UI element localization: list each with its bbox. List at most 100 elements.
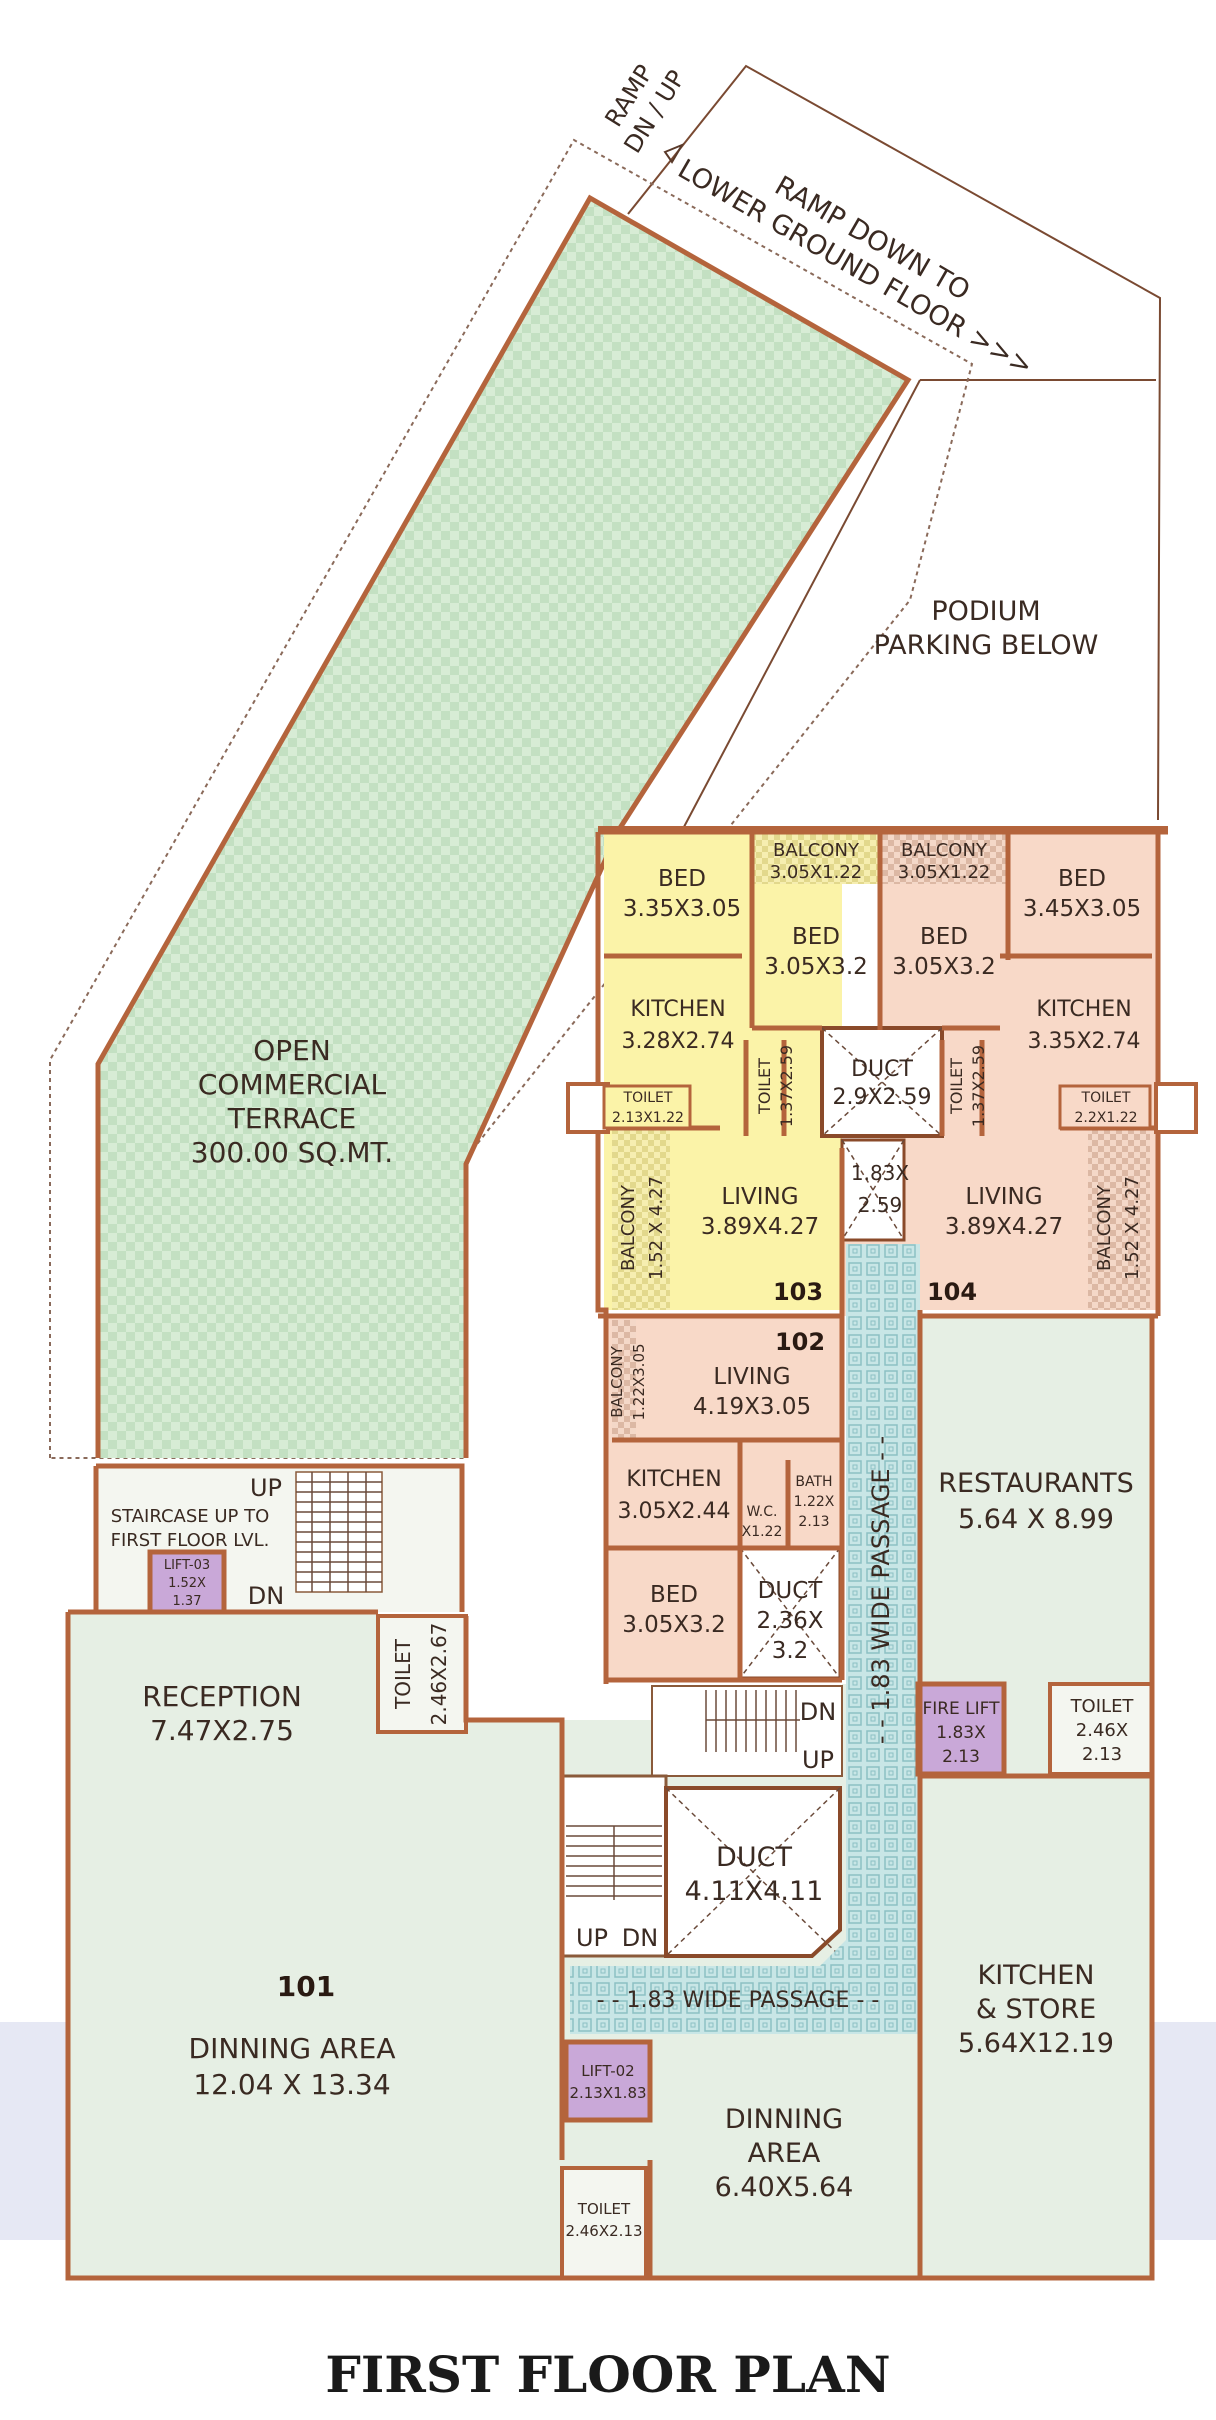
shaft-label: 1.83X (851, 1161, 910, 1185)
lift-03 (147, 1549, 227, 1615)
svg-text:BALCONY: BALCONY (608, 1345, 626, 1417)
balcony-104-size: 3.05X1.22 (898, 862, 991, 883)
duct-mid-label: DUCT (851, 1057, 913, 1082)
toilet-103a-label: TOILET (623, 1090, 673, 1106)
terrace-wall (95, 194, 912, 1458)
bed-103a-label: BED (658, 866, 706, 892)
terrace-label-1: OPEN (253, 1034, 331, 1067)
lift-03-size-2: 1.37 (173, 1594, 202, 1609)
kitchen-store-label: KITCHEN (978, 1960, 1095, 1991)
bed-103b-size: 3.05X3.2 (764, 954, 868, 980)
balcony-104-vertical-label: BALCONY 1.52 X 4.27 (1094, 1176, 1143, 1280)
restaurants-size: 5.64 X 8.99 (958, 1504, 1114, 1535)
living-102-size: 4.19X3.05 (693, 1394, 811, 1420)
lift-02-label: LIFT-02 (581, 2062, 634, 2080)
unit-101-number: 101 (277, 1970, 335, 2003)
unit-102-number: 102 (775, 1328, 825, 1356)
dinning-area-2-label: DINNING (725, 2104, 843, 2135)
svg-text:- - 1.83 WIDE PASSAGE - -: - - 1.83 WIDE PASSAGE - - (867, 1436, 895, 1744)
commercial-outer-wall (65, 1316, 1155, 2281)
toilet-104b-size: 2.2X1.22 (1074, 1110, 1137, 1126)
fire-lift-size-1: 1.83X (936, 1723, 986, 1743)
toilet-103a-size: 2.13X1.22 (612, 1110, 684, 1126)
restaurants-label: RESTAURANTS (938, 1468, 1134, 1499)
kitchen-store-size: 5.64X12.19 (958, 2028, 1114, 2059)
toilet-dinning-label: TOILET (577, 2200, 631, 2218)
toilet-104a-label: TOILET 1.37X2.59 (947, 1045, 988, 1127)
bath-102-size-1: 1.22X (794, 1494, 835, 1510)
toilet-104b-label: TOILET (1081, 1090, 1131, 1106)
bed-102-size: 3.05X3.2 (622, 1612, 726, 1638)
toilet-reception-label: TOILET 2.46X2.67 (391, 1623, 451, 1726)
stair-dn-label: DN (248, 1582, 284, 1610)
stair-flight-2-steps (705, 1690, 800, 1752)
balcony-104-label: BALCONY (901, 840, 988, 861)
dinning-area-2-label-2: AREA (748, 2138, 821, 2169)
shaft-size: 2.59 (858, 1193, 903, 1217)
kitchen-store-label-2: & STORE (976, 1994, 1096, 2025)
stair-flight-2 (651, 1685, 843, 1777)
bath-102-size-2: 2.13 (798, 1514, 829, 1530)
balcony-102-label: BALCONY 1.22X3.05 (608, 1343, 648, 1420)
svg-text:TOILET: TOILET (755, 1058, 774, 1115)
bed-102-label: BED (650, 1582, 698, 1608)
balcony-102 (612, 1320, 636, 1440)
balcony-104-vertical (1088, 1124, 1150, 1310)
top-wall (598, 826, 1168, 832)
balcony-103-vertical-label: BALCONY 1.52 X 4.27 (618, 1176, 667, 1280)
duct-2-9x2-59 (820, 1026, 944, 1138)
passage-vertical-label: - - 1.83 WIDE PASSAGE - - (867, 1436, 895, 1744)
svg-text:BALCONY: BALCONY (1094, 1184, 1115, 1271)
bath-102-label: BATH (795, 1474, 832, 1490)
toilet-103b-label: TOILET 1.37X2.59 (755, 1045, 796, 1127)
fire-lift-label: FIRE LIFT (922, 1699, 1000, 1719)
ramp-outline (627, 64, 1162, 821)
podium-sub-label: PARKING BELOW (874, 630, 1099, 661)
balcony-104 (880, 832, 1008, 884)
stair-up-label: UP (250, 1474, 282, 1502)
living-104-label: LIVING (965, 1184, 1042, 1210)
balcony-103-label: BALCONY (773, 840, 860, 861)
balcony-103 (752, 832, 880, 884)
toilet-reception (376, 1614, 468, 1734)
svg-text:1.22X3.05: 1.22X3.05 (630, 1343, 648, 1420)
terrace-label-3: TERRACE (227, 1102, 356, 1135)
svg-text:TOILET: TOILET (947, 1058, 966, 1115)
page-title: FIRST FLOOR PLAN (325, 2345, 890, 2404)
bed-103b-label: BED (792, 924, 840, 950)
stair-2-dn-label: DN (800, 1698, 836, 1726)
toilet-restaurant-size-1: 2.46X (1076, 1720, 1128, 1741)
dinning-area-size: 12.04 X 13.34 (193, 2068, 390, 2101)
duct-big-size: 4.11X4.11 (685, 1876, 824, 1907)
terrace-area: 300.00 SQ.MT. (191, 1136, 393, 1169)
living-103-label: LIVING (721, 1184, 798, 1210)
wc-102-label: W.C. (747, 1504, 778, 1520)
duct-102-label: DUCT (758, 1578, 824, 1604)
svg-text:1.37X2.59: 1.37X2.59 (777, 1045, 796, 1127)
stair-3-up-label: UP (576, 1924, 608, 1952)
toilet-dinning-size: 2.46X2.13 (565, 2222, 642, 2240)
fire-lift-size-2: 2.13 (942, 1747, 980, 1767)
living-103-size: 3.89X4.27 (701, 1214, 819, 1240)
toilet-dinning (560, 2166, 648, 2280)
unit-104 (842, 832, 1160, 1316)
stair-2-up-label: UP (802, 1746, 834, 1774)
living-102-label: LIVING (713, 1364, 790, 1390)
svg-text:BALCONY: BALCONY (618, 1184, 639, 1271)
open-terrace (98, 198, 908, 1458)
kitchen-103-label: KITCHEN (630, 997, 725, 1022)
kitchen-103-size: 3.28X2.74 (621, 1029, 734, 1054)
living-104-size: 3.89X4.27 (945, 1214, 1063, 1240)
kitchen-102-label: KITCHEN (626, 1467, 721, 1492)
unit-103-number: 103 (773, 1278, 823, 1306)
terrace-label-2: COMMERCIAL (198, 1068, 387, 1101)
stair-flight-1 (295, 1471, 383, 1593)
bed-104b-label: BED (920, 924, 968, 950)
kitchen-104-label: KITCHEN (1036, 997, 1131, 1022)
stair-text-2: FIRST FLOOR LVL. (111, 1530, 270, 1551)
unit-104-number: 104 (927, 1278, 977, 1306)
toilet-restaurant-label: TOILET (1070, 1696, 1135, 1717)
dinning-area-2-size: 6.40X5.64 (715, 2172, 854, 2203)
svg-text:1.52 X 4.27: 1.52 X 4.27 (1122, 1176, 1143, 1280)
